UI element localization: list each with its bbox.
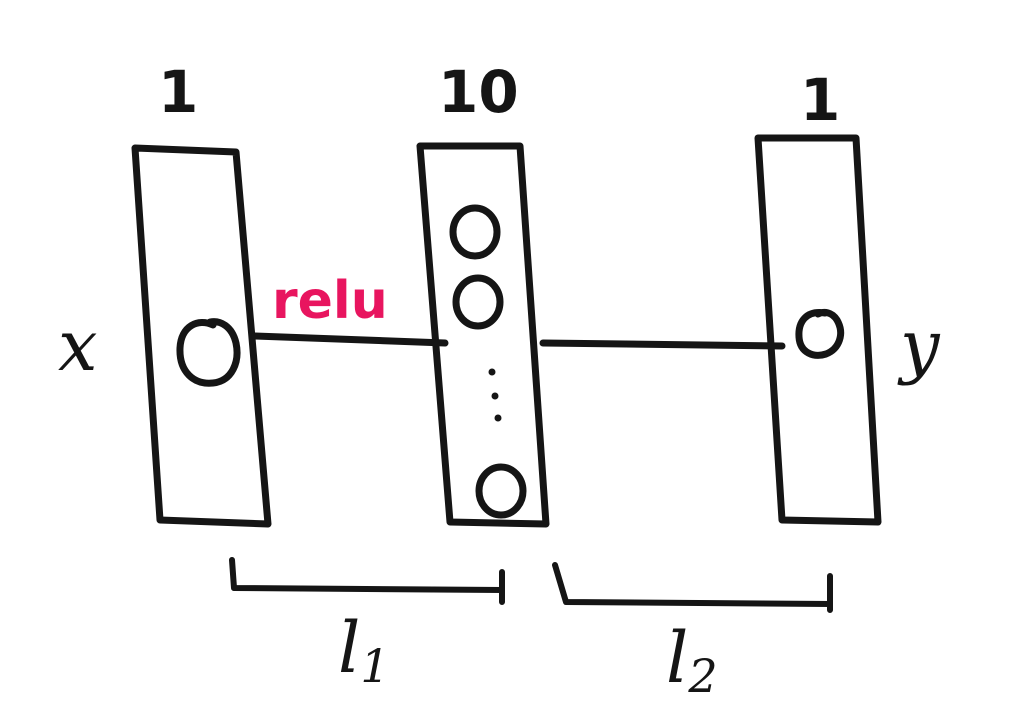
bracket-l1-main: l bbox=[338, 607, 360, 689]
bracket-l1-label: l1 bbox=[338, 607, 390, 693]
output-layer-size-label: 1 bbox=[800, 66, 840, 134]
hidden-neuron-1 bbox=[449, 204, 501, 260]
bracket-l2-label: l2 bbox=[666, 617, 718, 703]
bracket-l2-subscript: 2 bbox=[687, 649, 717, 703]
input-layer-box bbox=[131, 144, 272, 528]
input-variable-label: x bbox=[58, 305, 97, 387]
bracket-l2-main: l bbox=[666, 617, 688, 699]
hidden-ellipsis bbox=[488, 368, 502, 422]
hidden-layer-size-label: 10 bbox=[438, 58, 519, 126]
hidden-layer-box bbox=[416, 142, 550, 528]
input-neuron bbox=[176, 318, 241, 387]
bracket-l1 bbox=[229, 557, 505, 605]
connection-hidden-output bbox=[539, 339, 786, 350]
activation-label: relu bbox=[272, 271, 388, 331]
bracket-l2 bbox=[552, 562, 833, 613]
bracket-l1-subscript: 1 bbox=[360, 639, 389, 693]
input-layer-size-label: 1 bbox=[158, 58, 198, 126]
output-layer-box bbox=[754, 134, 882, 526]
connection-input-hidden bbox=[251, 332, 449, 347]
hidden-neuron-2 bbox=[452, 274, 504, 330]
output-neuron bbox=[795, 308, 844, 359]
hidden-neuron-last bbox=[475, 463, 527, 519]
output-variable-label: y bbox=[897, 305, 941, 387]
